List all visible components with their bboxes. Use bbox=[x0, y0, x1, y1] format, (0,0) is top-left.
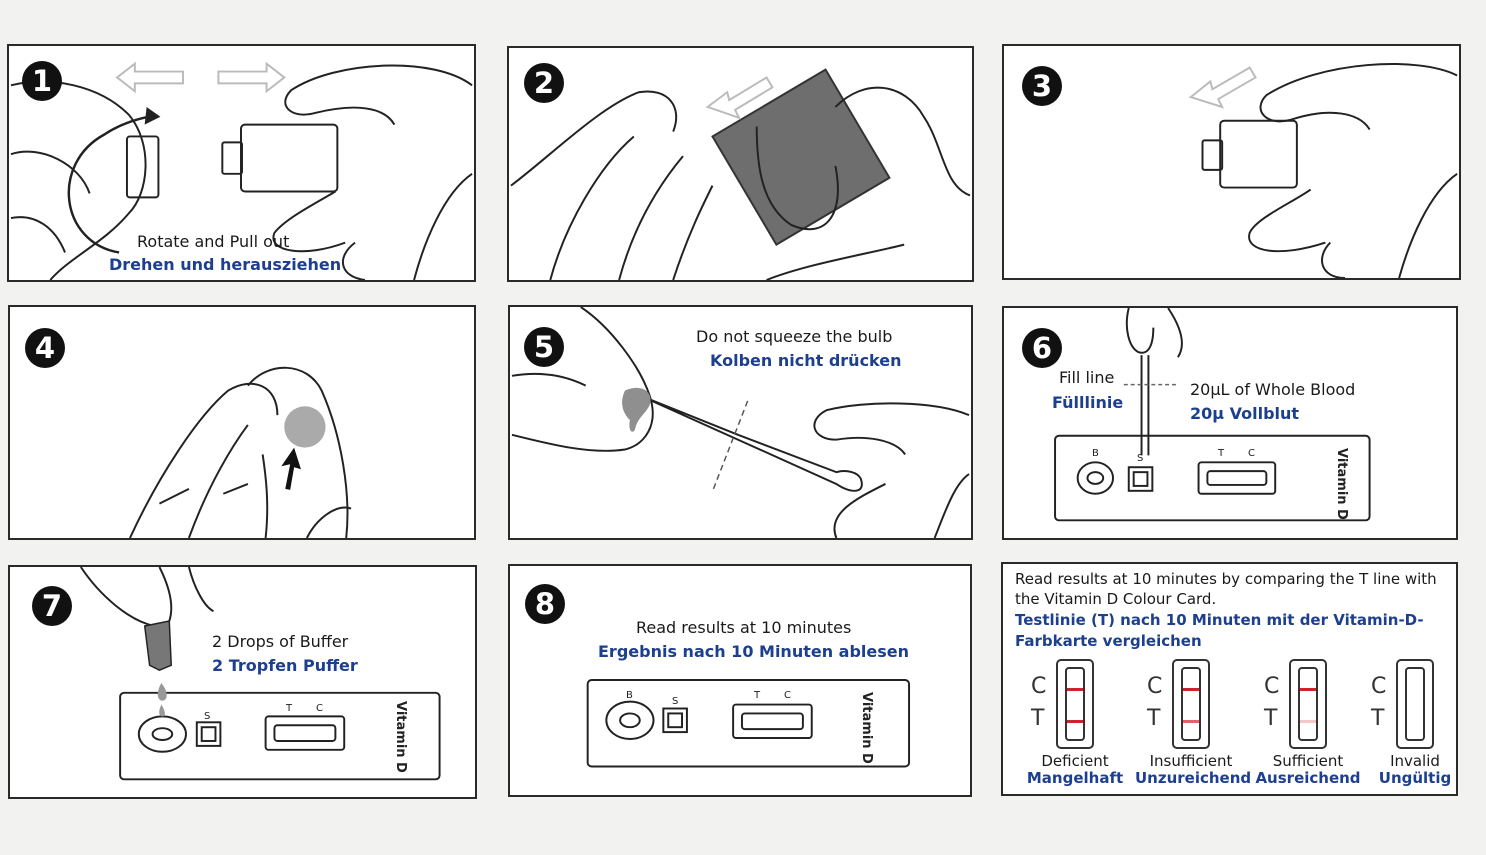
result-label-en: Sufficient bbox=[1272, 752, 1344, 770]
step-6-caption-en: 20µL of Whole Blood bbox=[1190, 380, 1356, 399]
card-letter-t: T bbox=[1371, 706, 1385, 731]
card-letter-c: C bbox=[1264, 674, 1280, 699]
fill-line-label-de: Fülllinie bbox=[1052, 393, 1124, 412]
step-7-caption-de: 2 Tropfen Puffer bbox=[212, 656, 358, 675]
step-5-caption-de: Kolben nicht drücken bbox=[710, 351, 902, 370]
device-letter-s: S bbox=[1137, 453, 1144, 464]
step-5-caption-en: Do not squeeze the bulb bbox=[696, 327, 893, 346]
card-letter-c: C bbox=[1031, 674, 1047, 699]
result-label-de: Mangelhaft bbox=[1026, 769, 1124, 787]
step-1-caption-en: Rotate and Pull out bbox=[137, 232, 290, 251]
device-letter-t: T bbox=[1218, 448, 1225, 459]
test-strip bbox=[1396, 659, 1434, 749]
step-4-illustration bbox=[129, 366, 352, 538]
result-label-de: Unzureichend bbox=[1135, 769, 1252, 787]
card-letter-t: T bbox=[1147, 706, 1161, 731]
card-letter-c: C bbox=[1147, 674, 1163, 699]
device-letter-c: C bbox=[1248, 448, 1255, 459]
step-number-badge: 3 bbox=[1022, 66, 1062, 106]
card-letter-t: T bbox=[1031, 706, 1045, 731]
test-strip bbox=[1056, 659, 1094, 749]
step-5-illustration bbox=[511, 307, 970, 538]
control-line bbox=[1183, 688, 1199, 691]
step-8-panel: 8 Read results at 10 minutes Ergebnis na… bbox=[508, 564, 972, 797]
test-line bbox=[1067, 720, 1083, 723]
step-9-panel: Read results at 10 minutes by comparing … bbox=[1001, 562, 1458, 796]
step-1-caption-de: Drehen und herausziehen bbox=[109, 255, 342, 274]
step-3-illustration bbox=[1188, 63, 1458, 278]
step-6-caption-de: 20µ Vollblut bbox=[1190, 404, 1300, 423]
device-letter-b: B bbox=[1092, 448, 1099, 459]
step-number-badge: 5 bbox=[524, 327, 564, 367]
device-letter-s: S bbox=[672, 696, 679, 707]
results-instruction-de: Testlinie (T) nach 10 Minuten mit der Vi… bbox=[1015, 611, 1424, 650]
result-label-en: Invalid bbox=[1390, 752, 1440, 770]
step-2-panel: 2 bbox=[507, 46, 974, 282]
test-strip bbox=[1289, 659, 1327, 749]
step-8-caption-en: Read results at 10 minutes bbox=[636, 618, 852, 637]
device-letter-s: S bbox=[204, 711, 211, 722]
results-instruction-en: Read results at 10 minutes by comparing … bbox=[1015, 570, 1437, 608]
device-letter-c: C bbox=[316, 703, 323, 714]
device-letter-b: B bbox=[626, 690, 633, 701]
fill-line-label-en: Fill line bbox=[1059, 368, 1115, 387]
step-4-panel: 4 bbox=[8, 305, 476, 540]
step-number-badge: 6 bbox=[1022, 328, 1062, 368]
device-letter-t: T bbox=[286, 703, 293, 714]
device-letter-t: T bbox=[754, 690, 761, 701]
step-1-illustration bbox=[10, 61, 473, 280]
result-label-de: Ungültig bbox=[1378, 769, 1452, 787]
step-1-panel: 1 Rotate and Pull out Drehen und herausz… bbox=[7, 44, 476, 282]
step-2-illustration bbox=[510, 68, 971, 280]
device-name: Vitamin D bbox=[859, 692, 874, 764]
step-6-panel: 6 Fill line Fülllinie 20µL of Whole Bloo… bbox=[1002, 306, 1458, 540]
step-number-badge: 7 bbox=[32, 586, 72, 626]
step-7-illustration bbox=[79, 567, 441, 781]
result-label-en: Insufficient bbox=[1149, 752, 1233, 770]
device-letter-c: C bbox=[784, 690, 791, 701]
control-line bbox=[1300, 688, 1316, 691]
step-number-badge: 8 bbox=[525, 584, 565, 624]
step-8-illustration bbox=[586, 679, 911, 768]
device-name: Vitamin D bbox=[393, 701, 408, 773]
step-7-caption-en: 2 Drops of Buffer bbox=[212, 632, 349, 651]
step-8-caption-de: Ergebnis nach 10 Minuten ablesen bbox=[598, 642, 910, 661]
step-number-badge: 4 bbox=[25, 328, 65, 368]
control-line bbox=[1067, 688, 1083, 691]
test-line bbox=[1300, 720, 1316, 723]
device-name: Vitamin D bbox=[1334, 448, 1349, 520]
step-number-badge: 1 bbox=[22, 61, 62, 101]
card-letter-c: C bbox=[1371, 674, 1387, 699]
test-strip bbox=[1172, 659, 1210, 749]
step-5-panel: 5 Do not squeeze the bulb Kolben nicht d… bbox=[508, 305, 973, 540]
result-label-en: Deficient bbox=[1041, 752, 1109, 770]
test-line bbox=[1183, 720, 1199, 723]
step-6-illustration bbox=[1054, 308, 1371, 522]
card-letter-t: T bbox=[1264, 706, 1278, 731]
result-label-de: Ausreichend bbox=[1255, 769, 1361, 787]
step-7-panel: 7 2 Drops of Buffer 2 Tropfen Puffer S T… bbox=[8, 565, 477, 799]
step-3-panel: 3 bbox=[1002, 44, 1461, 280]
step-number-badge: 2 bbox=[524, 63, 564, 103]
